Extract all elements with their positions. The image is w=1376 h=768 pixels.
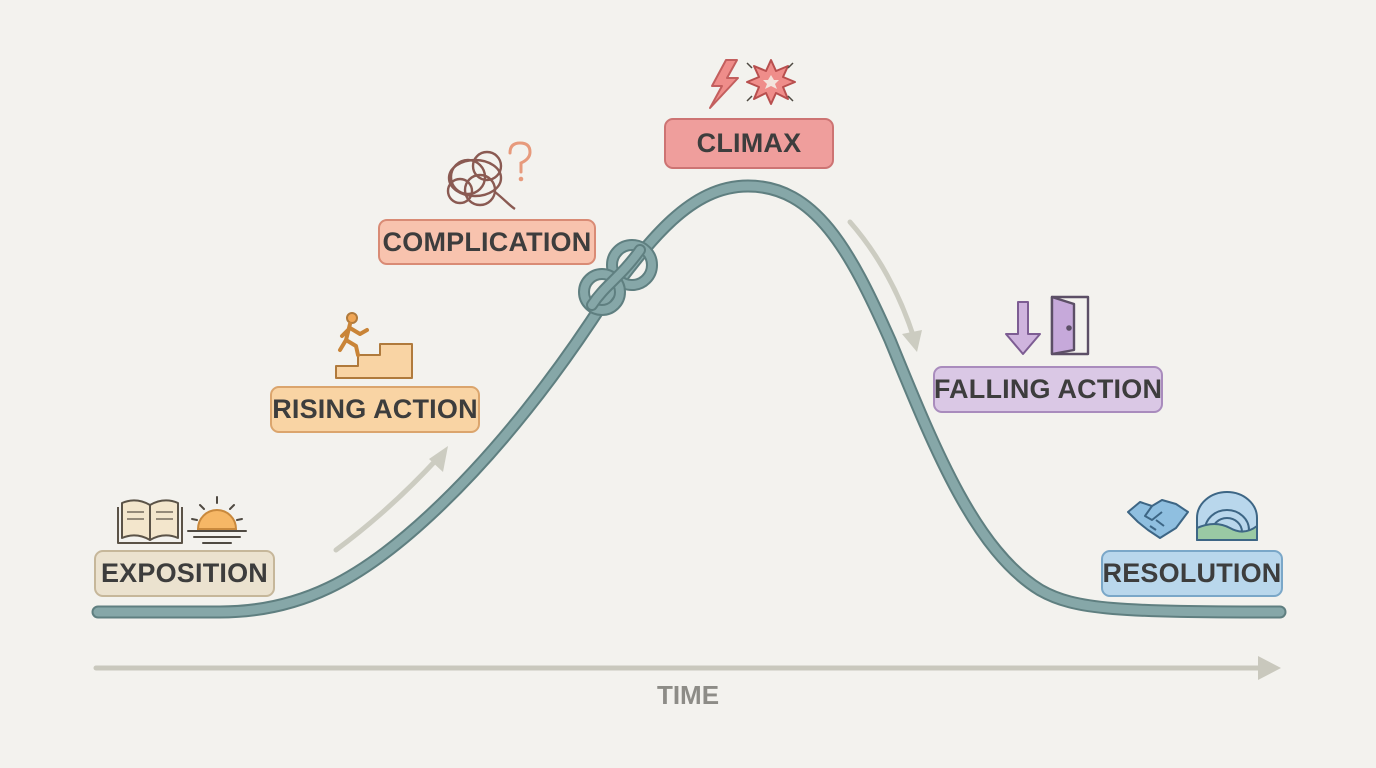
- down-arrow-icon: [1005, 301, 1041, 355]
- time-axis-label: TIME: [656, 680, 720, 710]
- sunrise-icon: [187, 496, 247, 544]
- stage-label-falling-action: FALLING ACTION: [933, 366, 1163, 413]
- stage-label-complication: COMPLICATION: [378, 219, 596, 265]
- stage-label-rising-action: RISING ACTION: [270, 386, 480, 433]
- time-axis-arrowhead: [1258, 656, 1281, 680]
- tangled-knot-icon: [446, 150, 516, 211]
- open-book-icon: [117, 499, 183, 544]
- stage-label-exposition: EXPOSITION: [94, 550, 275, 597]
- question-mark-icon: [508, 141, 532, 182]
- knot: [578, 239, 658, 316]
- handshake-icon: [1127, 499, 1189, 539]
- rainbow-landscape-icon: [1196, 491, 1258, 541]
- lightning-bolt-icon: [709, 59, 739, 109]
- open-door-icon: [1050, 295, 1090, 356]
- stage-label-resolution: RESOLUTION: [1101, 550, 1283, 597]
- time-axis: [93, 656, 1281, 680]
- stage-label-climax: CLIMAX: [664, 118, 834, 169]
- climbing-stairs-icon: [335, 312, 413, 379]
- explosion-icon: [746, 59, 796, 105]
- rising-direction-arrow: [333, 446, 448, 553]
- story-arc-rope: [91, 179, 1287, 619]
- falling-direction-arrow: [847, 219, 922, 352]
